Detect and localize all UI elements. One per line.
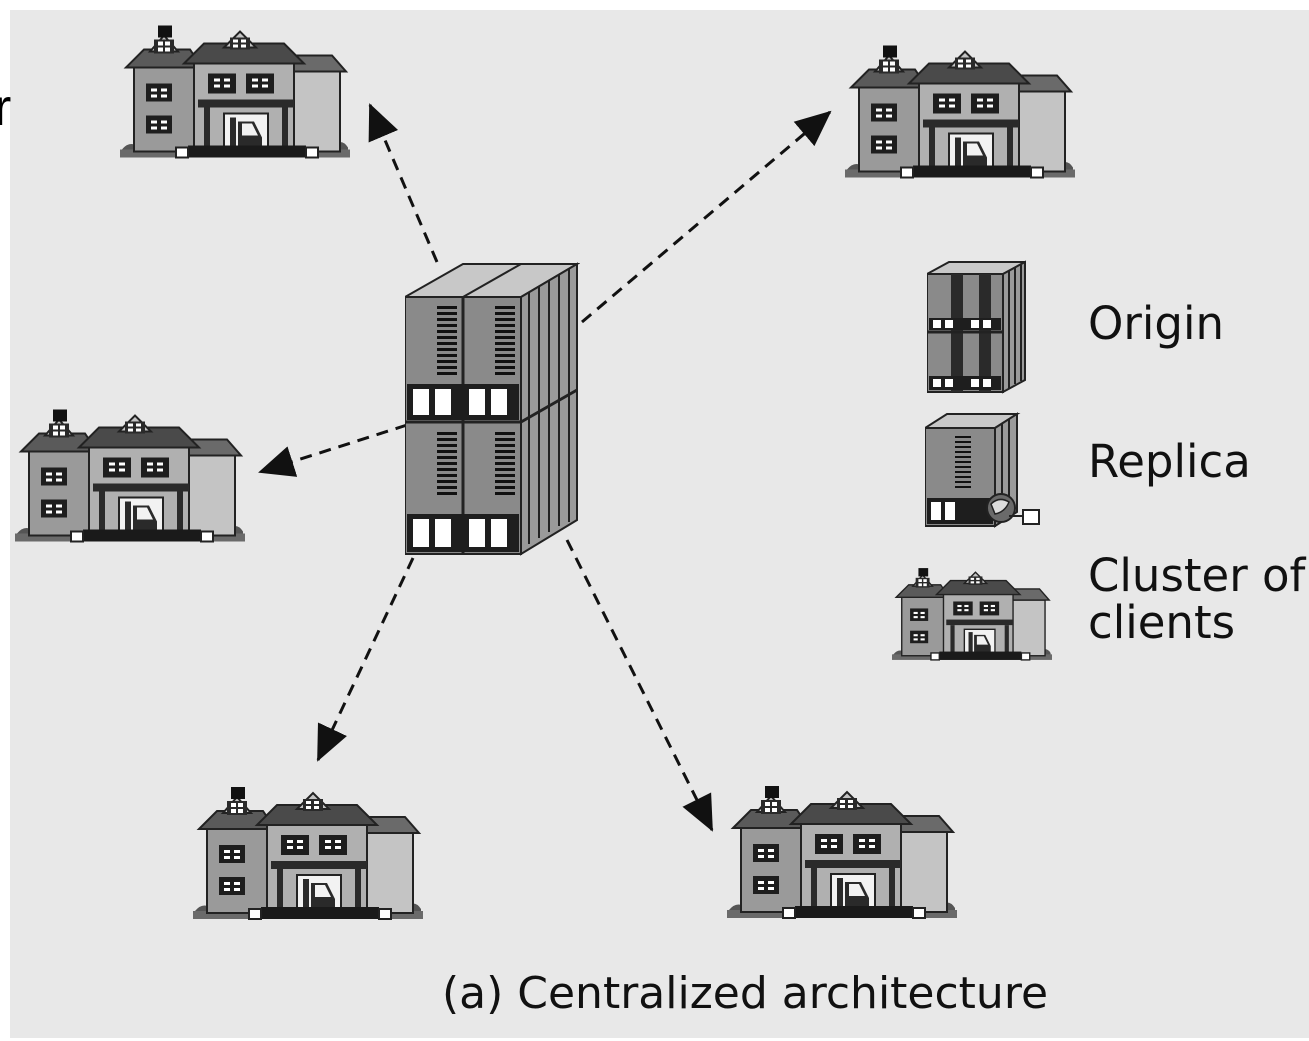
arrow-to-top-right bbox=[581, 110, 832, 324]
diagram-caption: (a) Centralized architecture bbox=[441, 968, 1049, 1019]
legend-origin-icon bbox=[927, 260, 1027, 394]
legend-cluster-label: Cluster of clients bbox=[1088, 549, 1306, 650]
origin-server-icon bbox=[405, 262, 579, 556]
arrows bbox=[258, 103, 832, 832]
arrow-to-mid-left bbox=[258, 423, 408, 477]
legend-origin-label: Origin bbox=[1088, 297, 1225, 350]
arrow-to-bottom-left bbox=[316, 557, 415, 762]
legend-replica-label: Replica bbox=[1088, 435, 1251, 488]
arrow-to-bottom-right bbox=[565, 539, 714, 832]
arrow-to-top-left bbox=[368, 103, 439, 263]
stray-text: r bbox=[0, 79, 12, 137]
